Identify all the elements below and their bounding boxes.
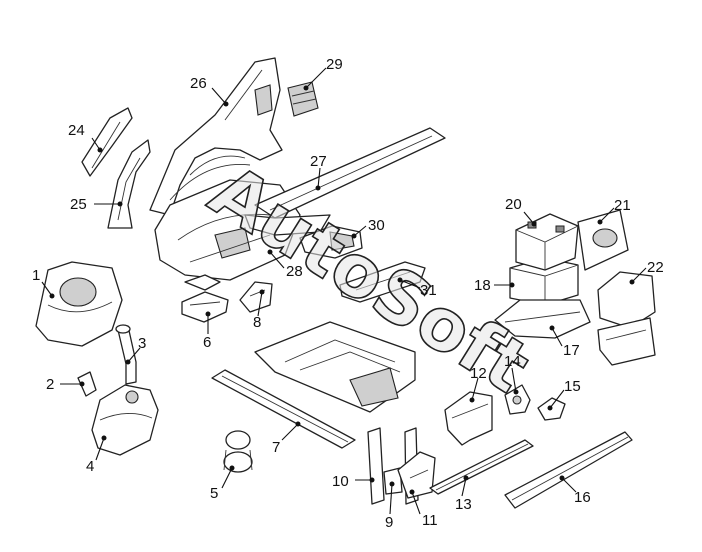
callout-13: 13 [455,496,472,513]
part-18-battery-box [509,257,579,306]
callout-15: 15 [564,378,581,395]
part-5-mount [223,430,253,473]
callout-28: 28 [286,263,303,280]
part-16-sill [504,431,633,509]
callout-5: 5 [210,485,218,502]
callout-21: 21 [614,197,631,214]
callout-1: 1 [32,267,40,284]
callout-6: 6 [203,334,211,351]
callout-25: 25 [70,196,87,213]
callout-12: 12 [470,365,487,382]
part-29-bracket [287,81,319,117]
part-1-housing [35,261,123,347]
part-25-curved-rail [107,139,151,229]
callout-4: 4 [86,458,94,475]
part-27-floor-rail [244,127,446,236]
callout-2: 2 [46,376,54,393]
part-9-plate [383,467,403,495]
callout-3: 3 [138,335,146,352]
part-8-bracket [239,281,273,313]
part-31-plate [339,261,426,303]
part-30-cross-member [299,225,363,259]
callout-18: 18 [474,277,491,294]
part-4-reservoir [91,384,159,456]
part-floor-pan [254,321,416,413]
part-20-battery [515,213,579,271]
callout-8: 8 [253,314,261,331]
part-26-wheel-arch-panel [149,57,283,216]
callout-11: 11 [422,512,438,529]
callout-31: 31 [420,282,437,299]
leader-lines [41,67,647,515]
part-11-bracket [397,451,436,499]
callout-10: 10 [332,473,349,490]
callout-27: 27 [310,153,327,170]
callout-22: 22 [647,259,664,276]
callout-26: 26 [190,75,207,92]
callout-17: 17 [563,342,580,359]
callout-7: 7 [272,439,280,456]
callout-14: 14 [504,353,521,370]
part-3-filler-hose [115,324,137,385]
part-22-housing [597,271,656,366]
callout-20: 20 [505,196,522,213]
callout-16: 16 [574,489,591,506]
part-13-rail [429,439,534,495]
callout-24: 24 [68,122,85,139]
callout-29: 29 [326,56,343,73]
part-2-clip [77,371,97,397]
callout-30: 30 [368,217,385,234]
part-14-mount [504,384,531,415]
callout-9: 9 [385,514,393,531]
callout-labels: 1 2 3 4 5 6 7 8 9 10 11 12 13 14 15 16 1… [32,56,664,531]
part-21-panel [577,209,629,271]
part-6-gasket [181,274,229,323]
part-17-tray-base [494,299,591,339]
part-24-rail [81,107,133,177]
